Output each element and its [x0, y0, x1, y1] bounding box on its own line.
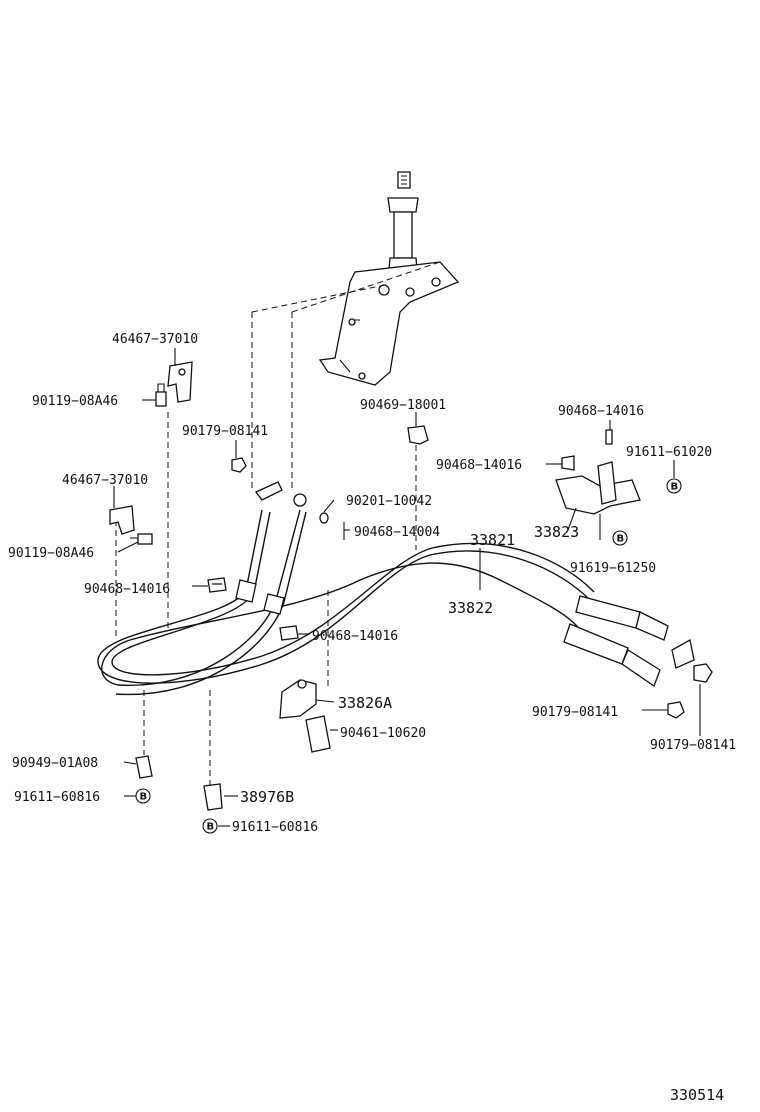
callout-90179-08141: 90179−08141	[650, 738, 736, 753]
callout-90468-14016: 90468−14016	[84, 582, 170, 597]
shift-cables	[97, 481, 669, 696]
clip-90468-14016-left	[207, 577, 227, 593]
svg-text:B: B	[207, 822, 215, 833]
bolt-90119-08a46-top	[155, 383, 167, 407]
bolt-90119-08a46-mid	[130, 533, 153, 545]
clamp-90461-10620	[305, 715, 331, 753]
nut-90179-08141-right2	[671, 638, 713, 683]
leader-lines	[113, 348, 701, 827]
shift-lever-assembly	[318, 171, 460, 386]
callout-90179-08141: 90179−08141	[532, 705, 618, 720]
clip-90468-14016-center	[279, 625, 299, 641]
callout-90469-18001: 90469−18001	[360, 398, 446, 413]
callout-38976b: 38976B	[240, 788, 294, 806]
callout-33821: 33821	[470, 531, 515, 549]
callout-90468-14016: 90468−14016	[312, 629, 398, 644]
guide-line	[291, 261, 441, 313]
callout-46467-37010: 46467−37010	[112, 332, 198, 347]
b-marker: B	[202, 818, 218, 834]
bracket-33826a	[279, 679, 317, 719]
svg-text:B: B	[140, 792, 148, 803]
clip-90468-14016-top	[605, 429, 613, 445]
callout-90949-01a08: 90949−01A08	[12, 756, 98, 771]
callout-90201-10042: 90201−10042	[346, 494, 432, 509]
clip-90949-01a08	[135, 755, 153, 779]
b-marker: B	[666, 478, 682, 494]
b-marker: B	[135, 788, 151, 804]
svg-text:B: B	[617, 534, 625, 545]
callout-46467-37010: 46467−37010	[62, 473, 148, 488]
callout-90468-14016: 90468−14016	[436, 458, 522, 473]
clip-38976b	[203, 783, 223, 811]
callout-33826a: 33826A	[338, 694, 392, 712]
callout-91611-61020: 91611−61020	[626, 445, 712, 460]
clamp-90469-18001	[407, 425, 429, 445]
bracket-46467-37010-top	[167, 361, 193, 403]
callout-90119-08a46: 90119−08A46	[32, 394, 118, 409]
clip-90468-14016-right	[561, 455, 575, 471]
svg-text:B: B	[671, 482, 679, 493]
washer-90201-10042	[319, 512, 329, 524]
callout-90461-10620: 90461−10620	[340, 726, 426, 741]
callout-33822: 33822	[448, 599, 493, 617]
b-marker: B	[612, 530, 628, 546]
callout-91611-60816: 91611−60816	[14, 790, 100, 805]
bracket-46467-37010-mid	[109, 505, 135, 535]
nut-90179-08141-left	[231, 457, 247, 473]
callout-91619-61250: 91619−61250	[570, 561, 656, 576]
callout-90179-08141: 90179−08141	[182, 424, 268, 439]
guide-line	[251, 284, 386, 313]
callout-33823: 33823	[534, 523, 579, 541]
callout-91611-60816: 91611−60816	[232, 820, 318, 835]
callout-90119-08a46: 90119−08A46	[8, 546, 94, 561]
bracket-33823	[555, 461, 641, 515]
callout-90468-14016: 90468−14016	[558, 404, 644, 419]
callout-90468-14004: 90468−14004	[354, 525, 440, 540]
nut-90179-08141-right1	[667, 701, 685, 719]
drawing-number: 330514	[670, 1086, 724, 1104]
